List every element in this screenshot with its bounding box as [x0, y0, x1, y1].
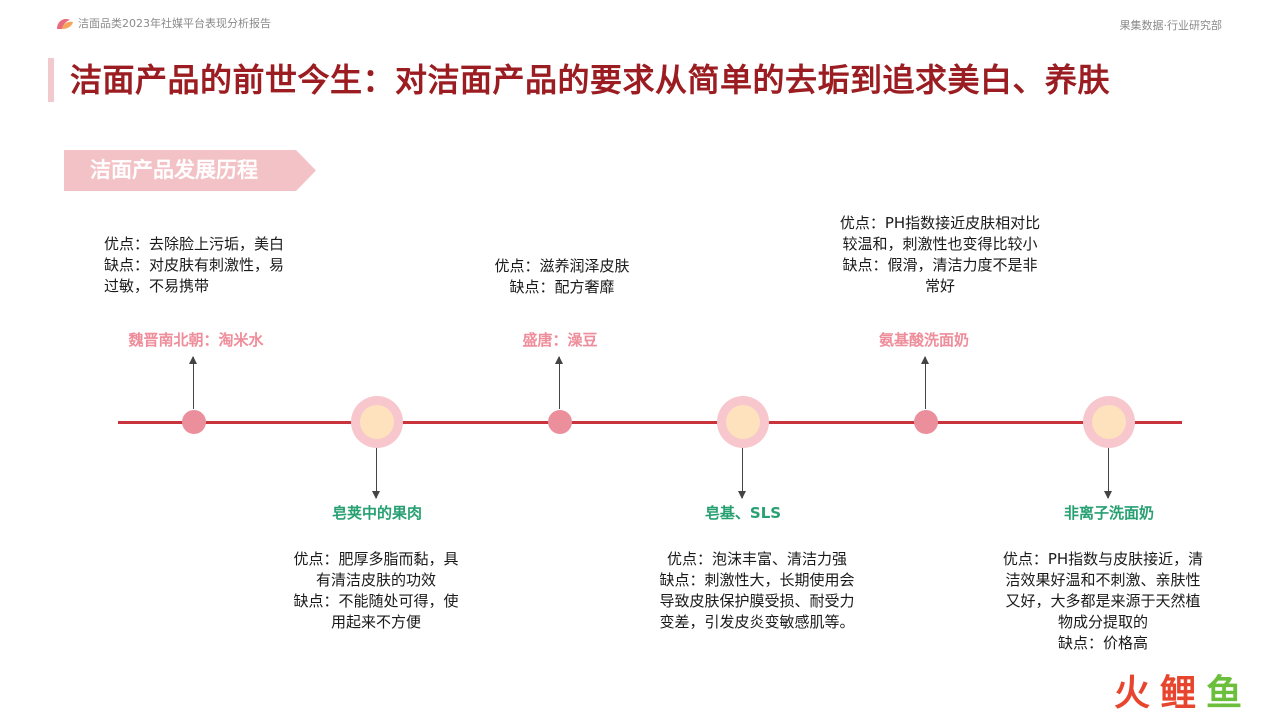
brand-logo-icon: [57, 19, 73, 29]
desc-line: 导致皮肤保护膜受损、耐受力: [659, 592, 855, 610]
timeline-node-large: [1083, 396, 1135, 448]
stage-description: 优点：滋养润泽皮肤 缺点：配方奢靡: [472, 256, 652, 298]
desc-line: 优点：去除脸上污垢，美白: [104, 235, 285, 253]
desc-line: 优点：滋养润泽皮肤: [494, 257, 630, 275]
section-tag-arrow-shape: [64, 150, 316, 191]
arrow-up-icon: [189, 356, 197, 409]
source-label: 果集数据·行业研究部: [1119, 19, 1223, 32]
timeline-node-large: [351, 396, 403, 448]
desc-line: 优点：泡沫丰富、清洁力强: [666, 550, 847, 568]
desc-line: 优点：PH指数接近皮肤相对比: [839, 214, 1041, 232]
desc-line: 物成分提取的: [1057, 613, 1148, 631]
timeline-node-core: [726, 405, 760, 439]
watermark-char: 火: [1114, 673, 1151, 714]
desc-line: 优点：肥厚多脂而黏，具: [293, 550, 459, 568]
timeline-node-large: [717, 396, 769, 448]
desc-line: 较温和，刺激性也变得比较小: [842, 235, 1038, 253]
arrow-up-icon: [555, 356, 563, 409]
stage-label: 皂基、SLS: [704, 504, 782, 522]
desc-line: 缺点：不能随处可得，使: [293, 592, 459, 610]
desc-line: 过敏，不易携带: [104, 277, 210, 295]
desc-line: 缺点：刺激性大，长期使用会: [659, 571, 855, 589]
arrow-down-icon: [372, 448, 380, 499]
timeline-node-core: [1092, 405, 1126, 439]
timeline-node-small: [914, 410, 938, 434]
section-tag: 洁面产品发展历程: [64, 150, 316, 191]
desc-line: 洁效果好温和不刺激、亲肤性: [1005, 571, 1201, 589]
report-title: 洁面品类2023年社媒平台表现分析报告: [78, 17, 271, 30]
desc-line: 有清洁皮肤的功效: [315, 571, 436, 589]
stage-label: 魏晋南北朝：淘米水: [128, 331, 264, 349]
desc-line: 缺点：对皮肤有刺激性，易: [104, 256, 285, 274]
timeline-line: [118, 421, 1182, 424]
desc-line: 缺点：配方奢靡: [509, 278, 615, 296]
desc-line: 变差，引发皮炎变敏感肌等。: [659, 613, 855, 631]
desc-line: 又好，大多都是来源于天然植: [1005, 592, 1201, 610]
arrow-down-icon: [738, 448, 746, 499]
timeline-node-core: [360, 405, 394, 439]
arrow-down-icon: [1104, 448, 1112, 499]
stage-description: 优点：泡沫丰富、清洁力强 缺点：刺激性大，长期使用会 导致皮肤保护膜受损、耐受力…: [646, 549, 868, 633]
desc-line: 用起来不方便: [330, 613, 421, 631]
timeline-node-small: [182, 410, 206, 434]
stage-label: 盛唐：澡豆: [522, 331, 598, 349]
desc-line: 缺点：价格高: [1057, 634, 1148, 652]
stage-label: 氨基酸洗面奶: [878, 331, 970, 349]
timeline-node-small: [548, 410, 572, 434]
section-tag-label: 洁面产品发展历程: [90, 158, 258, 182]
stage-description: 优点：PH指数接近皮肤相对比 较温和，刺激性也变得比较小 缺点：假滑，清洁力度不…: [826, 213, 1054, 297]
title-accent-bar: [48, 58, 54, 102]
desc-line: 常好: [924, 277, 955, 295]
arrow-up-icon: [921, 356, 929, 409]
watermark-char: 鲤: [1160, 673, 1197, 714]
desc-line: 优点：PH指数与皮肤接近，清: [1002, 550, 1204, 568]
stage-description: 优点：去除脸上污垢，美白 缺点：对皮肤有刺激性，易 过敏，不易携带: [104, 234, 284, 297]
stage-description: 优点：肥厚多脂而黏，具 有清洁皮肤的功效 缺点：不能随处可得，使 用起来不方便: [285, 549, 467, 633]
watermark-logo: 火 鲤 鱼: [1114, 674, 1256, 714]
desc-line: 缺点：假滑，清洁力度不是非: [842, 256, 1038, 274]
watermark-char: 鱼: [1206, 673, 1243, 714]
page-title: 洁面产品的前世今生：对洁面产品的要求从简单的去垢到追求美白、养肤: [70, 61, 1111, 99]
stage-label: 非离子洗面奶: [1063, 504, 1155, 522]
stage-label: 皂荚中的果肉: [331, 504, 423, 522]
stage-description: 优点：PH指数与皮肤接近，清 洁效果好温和不刺激、亲肤性 又好，大多都是来源于天…: [989, 549, 1217, 654]
